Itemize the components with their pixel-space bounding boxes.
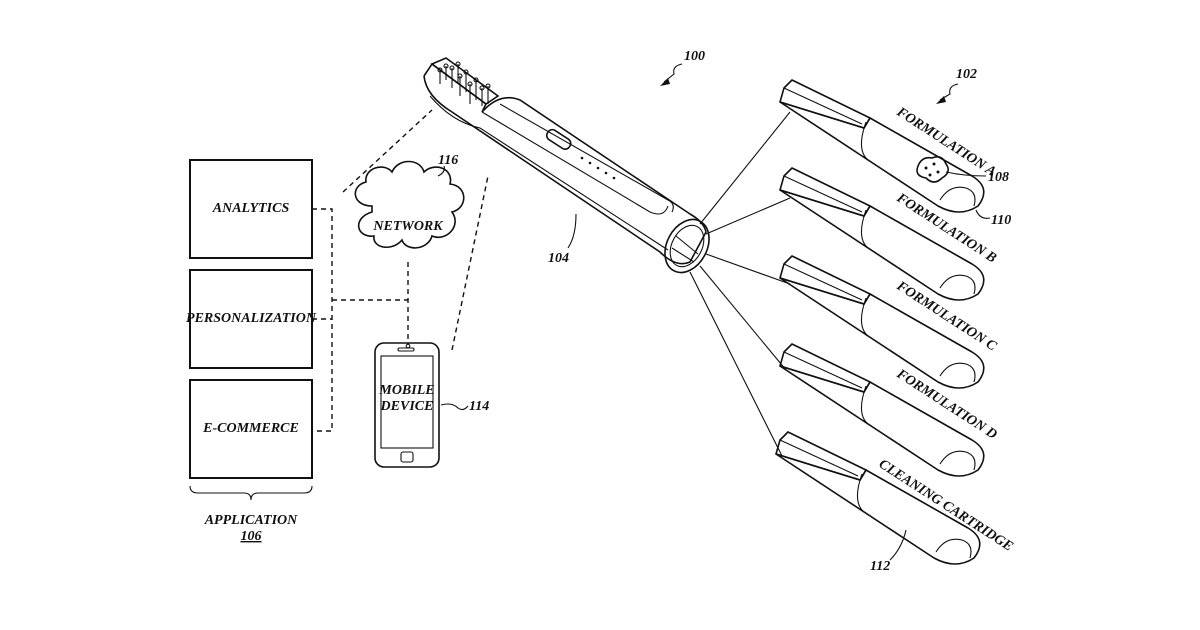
network-cloud: NETWORK 116 (355, 153, 463, 248)
cartridge-group-ref: 102 (936, 67, 977, 104)
analytics-label: ANALYTICS (212, 201, 290, 216)
mobile-label-1: MOBILE (378, 383, 434, 398)
handheld-device: 104 (424, 58, 718, 280)
device-leader (568, 214, 576, 248)
cartridge-spokes (690, 112, 790, 456)
phone-camera (406, 344, 410, 348)
device-button (545, 128, 573, 151)
mobile-ref: 114 (469, 399, 489, 414)
mobile-leader (441, 404, 468, 410)
network-label: NETWORK (372, 219, 444, 234)
phone-speaker (398, 348, 414, 351)
application-ref: 106 (241, 529, 262, 544)
phone-home-button (401, 452, 413, 462)
formulation-a-label: FORMULATION A (893, 104, 998, 180)
mobile-device: MOBILE DEVICE 114 (375, 343, 489, 467)
system-ref-number: 100 (684, 49, 705, 64)
cap-leader (976, 210, 990, 218)
cap-ref: 110 (991, 213, 1011, 228)
ecommerce-label: E-COMMERCE (202, 421, 299, 436)
application-group: ANALYTICS PERSONALIZATION E-COMMERCE APP… (186, 160, 317, 544)
application-label: APPLICATION (204, 513, 298, 528)
device-body (424, 76, 706, 264)
personalization-label: PERSONALIZATION (186, 311, 317, 326)
cartridge-port (656, 212, 718, 280)
brush-head (424, 58, 498, 112)
device-ref: 104 (548, 251, 569, 266)
application-bracket (190, 486, 312, 500)
cloud-icon (355, 162, 463, 248)
cartridge-group-ref-number: 102 (956, 67, 977, 82)
cleaning-cartridge-label: CLEANING CARTRIDGE (876, 457, 1016, 555)
cleaning-ref: 112 (870, 559, 890, 574)
mobile-label-2: DEVICE (380, 399, 434, 414)
network-ref: 116 (438, 153, 458, 168)
system-ref: 100 (660, 49, 705, 86)
